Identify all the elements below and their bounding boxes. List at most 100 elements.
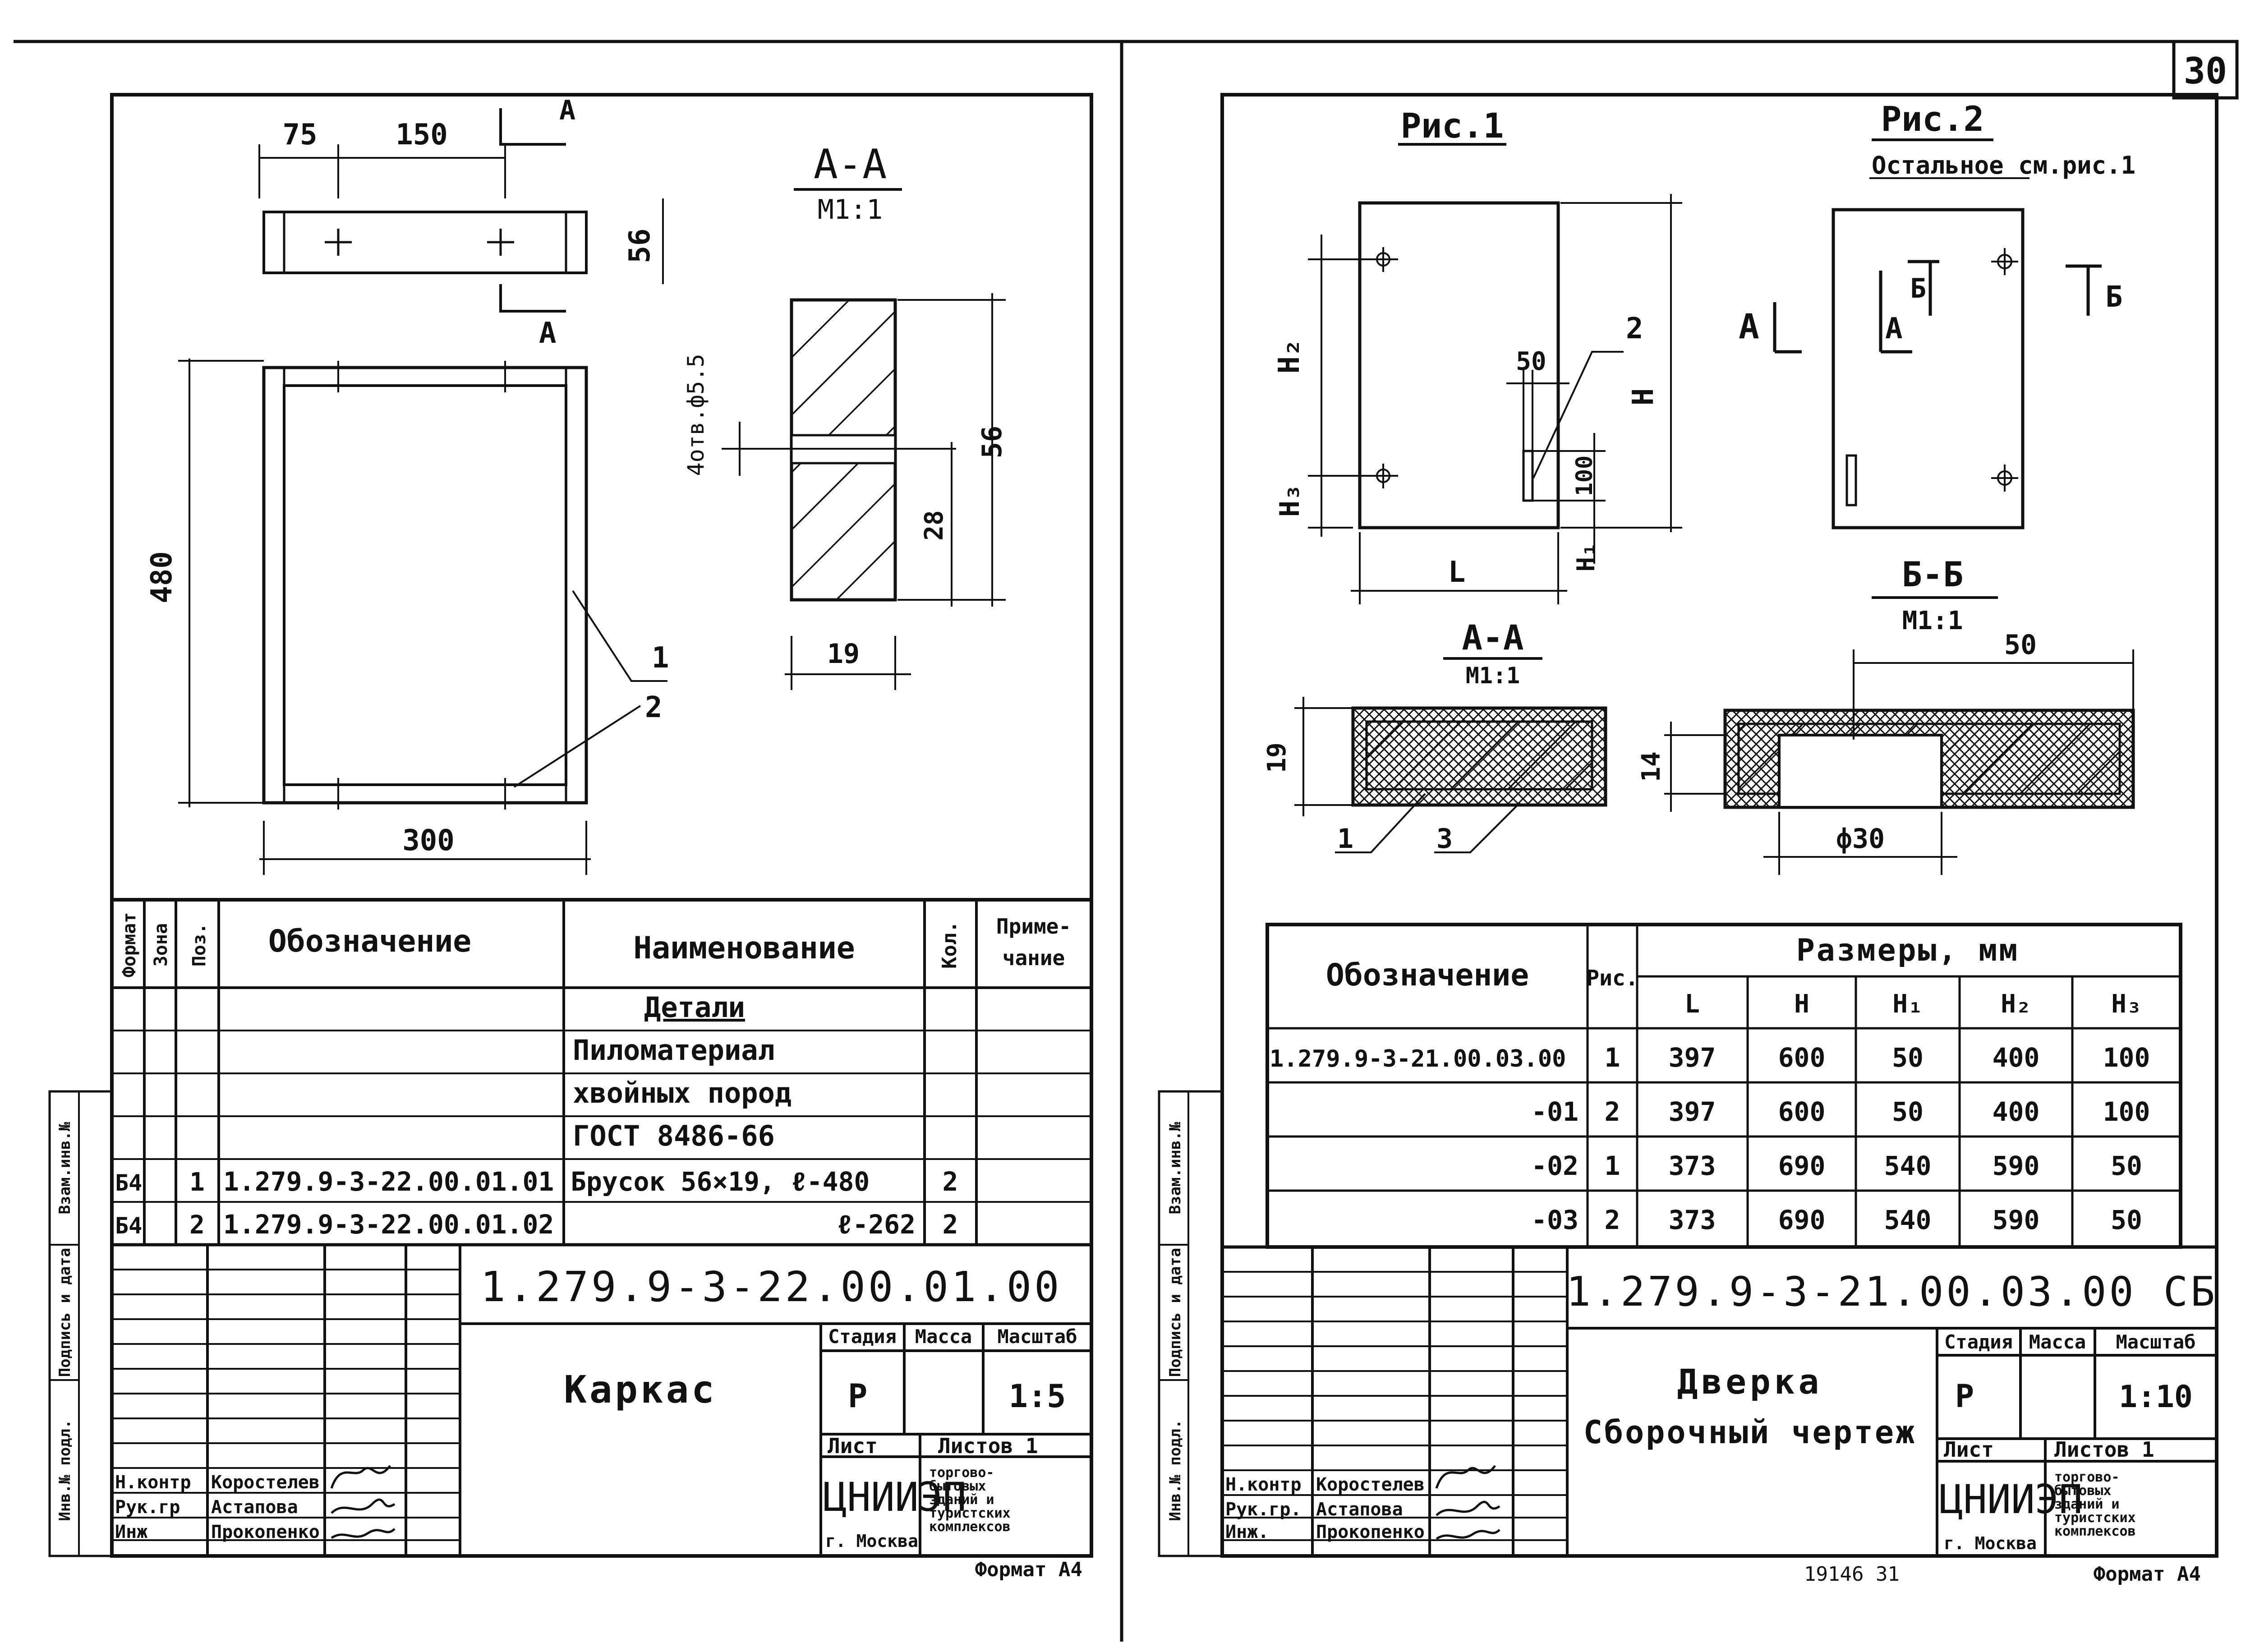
svg-text:2: 2 [1626, 312, 1643, 345]
svg-text:A: A [1885, 312, 1903, 345]
svg-text:1: 1 [1605, 1042, 1620, 1073]
svg-text:Лист: Лист [1944, 1437, 1994, 1462]
svg-text:373: 373 [1669, 1205, 1716, 1235]
side-stamp: Инв.№ подл. Подпись и дата Взам.инв.№ [48, 1090, 113, 1557]
svg-text:-03: -03 [1531, 1205, 1578, 1235]
svg-text:H₃: H₃ [1274, 484, 1306, 517]
svg-text:Взам.инв.№: Взам.инв.№ [56, 1122, 74, 1214]
svg-text:Инж.: Инж. [1225, 1522, 1269, 1542]
svg-text:H: H [1794, 989, 1809, 1019]
svg-text:A: A [1739, 306, 1759, 346]
figure-2: Рис.2 Остальное см.рис.1 A A Б Б [1739, 99, 2135, 529]
svg-text:Коростелев: Коростелев [211, 1472, 320, 1493]
svg-text:H₁: H₁ [1572, 542, 1600, 571]
plan-dim-150: 150 [396, 118, 448, 152]
col-designation: Обозначение [268, 924, 471, 959]
svg-text:50: 50 [2004, 629, 2037, 661]
right-title-1: Дверка [1677, 1362, 1823, 1402]
spec-row: Б4 2 1.279.9-3-22.00.01.02 ℓ-262 2 [115, 1209, 958, 1240]
left-frame [110, 93, 1093, 1558]
table-row: -03 2 373 690 540 590 50 [1531, 1205, 2142, 1235]
table-col-sizes: Размеры, мм [1796, 933, 2019, 968]
svg-text:Пиломатериал: Пиломатериал [573, 1034, 775, 1067]
right-org-name: ЦНИИЭП [1939, 1476, 2083, 1523]
svg-text:2: 2 [1605, 1205, 1620, 1235]
spec-row: хвойных пород [573, 1077, 792, 1109]
svg-text:Инв.№ подл.: Инв.№ подл. [1166, 1419, 1184, 1521]
elevation-dim-300: 300 [402, 824, 455, 857]
callout-2: 2 [645, 691, 663, 724]
table-row: -01 2 397 600 50 400 100 [1531, 1096, 2150, 1127]
svg-text:2: 2 [943, 1209, 958, 1240]
svg-text:L: L [1684, 989, 1700, 1019]
svg-text:540: 540 [1884, 1205, 1932, 1235]
plan-dim-56: 56 [623, 228, 657, 263]
svg-text:г. Москва: г. Москва [825, 1531, 918, 1551]
svg-text:хвойных пород: хвойных пород [573, 1077, 792, 1109]
svg-text:торгово-: торгово- [2054, 1469, 2120, 1485]
doc-code: 1.279.9-3-22.00.01.00 [480, 1263, 1062, 1311]
svg-text:Б4: Б4 [115, 1213, 142, 1239]
svg-text:Брусок 56×19, ℓ-480: Брусок 56×19, ℓ-480 [571, 1166, 870, 1197]
svg-text:Масса: Масса [2029, 1331, 2086, 1353]
svg-text:19: 19 [1262, 742, 1292, 773]
svg-text:2: 2 [943, 1166, 958, 1197]
svg-text:Лист: Лист [828, 1434, 878, 1458]
section-hole-note: 4отв.ф5.5 [683, 354, 709, 476]
svg-text:Б: Б [1910, 273, 1926, 304]
svg-text:L: L [1448, 556, 1466, 589]
right-section-aa: A-A M1:1 19 1 3 [1262, 617, 1607, 855]
right-stage-value: Р [1955, 1378, 1974, 1415]
drawing-title: Каркас [564, 1367, 717, 1412]
signatures [330, 1465, 396, 1539]
svg-text:Б-Б: Б-Б [1901, 554, 1963, 594]
spec-row: Детали [644, 991, 745, 1024]
col-name: Наименование [633, 930, 855, 966]
svg-text:1: 1 [1605, 1150, 1620, 1181]
fig2-title: Рис.2 [1881, 99, 1984, 139]
footer-number: 19146 31 [1804, 1563, 1900, 1586]
svg-text:H₁: H₁ [1892, 989, 1923, 1019]
callout-1: 1 [652, 641, 669, 675]
svg-text:комплексов: комплексов [2054, 1523, 2136, 1539]
format-label: Формат А4 [975, 1558, 1082, 1581]
svg-text:Б: Б [2105, 281, 2123, 314]
svg-text:50: 50 [1516, 347, 1546, 376]
svg-text:Б4: Б4 [115, 1170, 142, 1196]
svg-text:373: 373 [1669, 1150, 1716, 1181]
right-format-label: Формат А4 [2094, 1563, 2201, 1586]
svg-text:Н.контр: Н.контр [115, 1472, 191, 1493]
table-row: 1.279.9-3-21.00.03.00 1 397 600 50 400 1… [1270, 1042, 2150, 1073]
section-dim-28: 28 [920, 510, 949, 540]
section-bb: Б-Б M1:1 50 14 ф30 [1637, 554, 2135, 875]
svg-text:Прокопенко: Прокопенко [1316, 1522, 1425, 1542]
svg-text:1.279.9-3-22.00.01.02: 1.279.9-3-22.00.01.02 [223, 1209, 554, 1240]
col-zone: Зона [151, 923, 171, 966]
svg-text:туристских: туристских [2054, 1510, 2136, 1526]
section-mark-top: A [559, 95, 575, 126]
svg-text:торгово-: торгово- [929, 1465, 994, 1481]
svg-text:Листов 1: Листов 1 [938, 1434, 1038, 1458]
table-col-fig: Рис. [1586, 966, 1638, 991]
svg-text:чание: чание [1003, 946, 1065, 970]
svg-text:1: 1 [1337, 823, 1353, 855]
right-title-2: Сборочный чертеж [1583, 1414, 1916, 1451]
svg-text:397: 397 [1669, 1042, 1716, 1073]
svg-text:Рук.гр: Рук.гр [115, 1497, 180, 1518]
svg-text:бытовых: бытовых [929, 1478, 986, 1494]
section-aa: A-A M1:1 56 28 19 4отв.ф5.5 [683, 141, 1008, 690]
section-dim-56: 56 [976, 426, 1008, 458]
right-scale-value: 1:10 [2119, 1379, 2193, 1415]
svg-text:Взам.инв.№: Взам.инв.№ [1166, 1122, 1184, 1214]
svg-text:590: 590 [1993, 1150, 2040, 1181]
section-dim-19: 19 [827, 638, 860, 670]
fig2-note: Остальное см.рис.1 [1872, 151, 2135, 179]
svg-text:1.279.9-3-22.00.01.01: 1.279.9-3-22.00.01.01 [223, 1166, 554, 1197]
svg-text:Инв.№ подл.: Инв.№ подл. [56, 1419, 74, 1521]
svg-text:690: 690 [1778, 1150, 1826, 1181]
svg-text:Подпись и дата: Подпись и дата [1166, 1248, 1184, 1377]
svg-text:комплексов: комплексов [929, 1519, 1011, 1535]
svg-text:3: 3 [1436, 823, 1453, 855]
spec-row: Б4 1 1.279.9-3-22.00.01.01 Брусок 56×19,… [115, 1166, 958, 1197]
right-doc-code: 1.279.9-3-21.00.03.00 СБ [1566, 1268, 2218, 1316]
